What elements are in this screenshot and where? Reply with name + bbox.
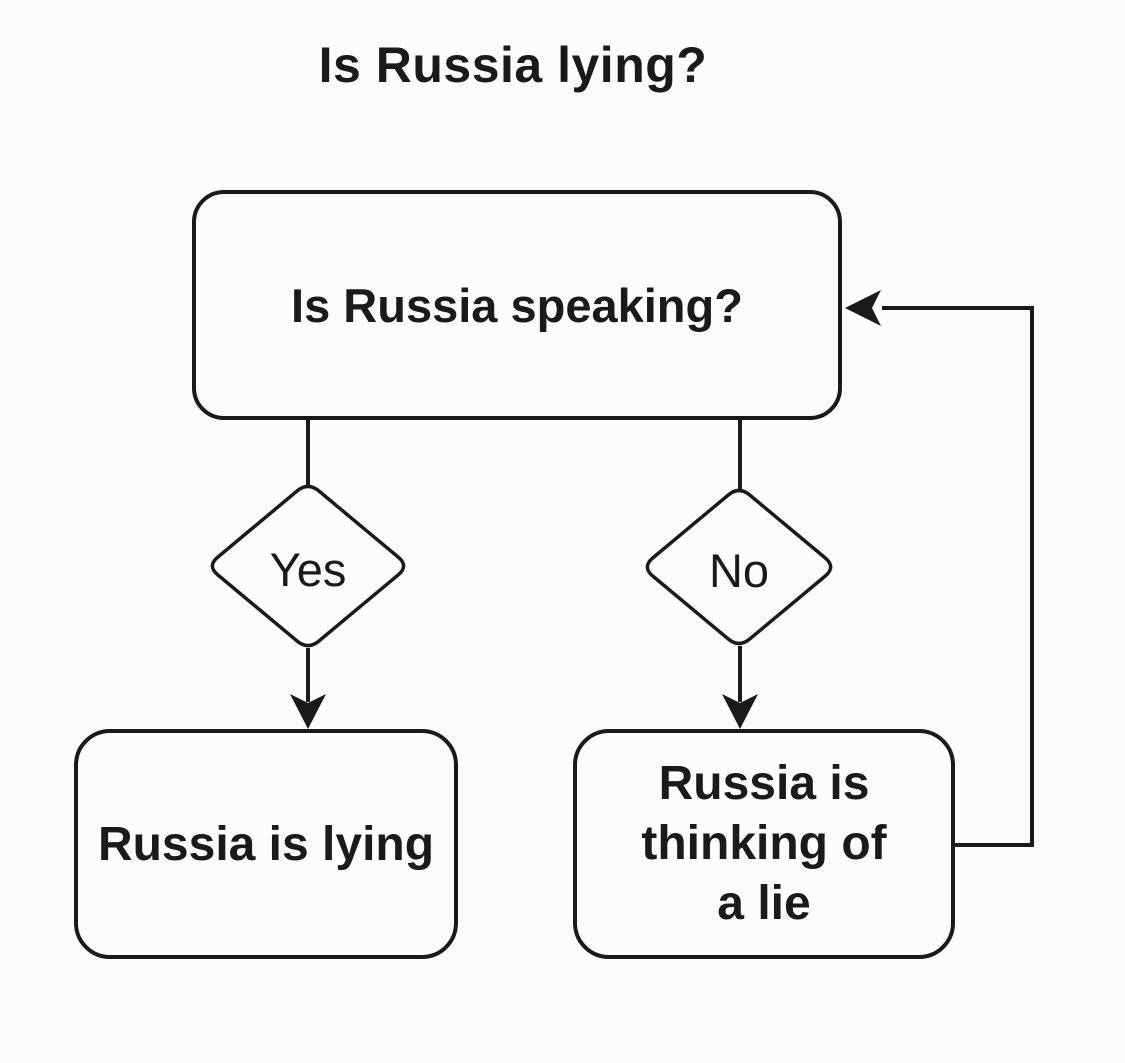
node-russia-is-lying: Russia is lying bbox=[74, 729, 458, 959]
node-label-line: thinking of bbox=[641, 817, 887, 870]
node-russia-is-thinking-of-a-lie: Russia is thinking of a lie bbox=[573, 729, 955, 959]
arrowhead-down-icon bbox=[722, 694, 758, 729]
node-label: Russia is lying bbox=[97, 817, 435, 871]
decision-diamond-yes bbox=[210, 484, 406, 648]
node-label-line: a lie bbox=[717, 877, 811, 930]
decision-label-yes: Yes bbox=[269, 542, 347, 596]
decision-diamond-no bbox=[645, 488, 833, 646]
decision-label-no: No bbox=[708, 543, 770, 597]
node-label-line: Russia is bbox=[658, 757, 870, 810]
node-label: Is Russia speaking? bbox=[291, 278, 743, 332]
node-is-russia-speaking: Is Russia speaking? bbox=[192, 190, 842, 420]
edge-thinking-to-speaking-loop bbox=[882, 306, 1034, 847]
flowchart-title: Is Russia lying? bbox=[318, 37, 708, 93]
arrowhead-left-icon bbox=[845, 290, 881, 326]
arrowhead-down-icon bbox=[290, 694, 326, 729]
